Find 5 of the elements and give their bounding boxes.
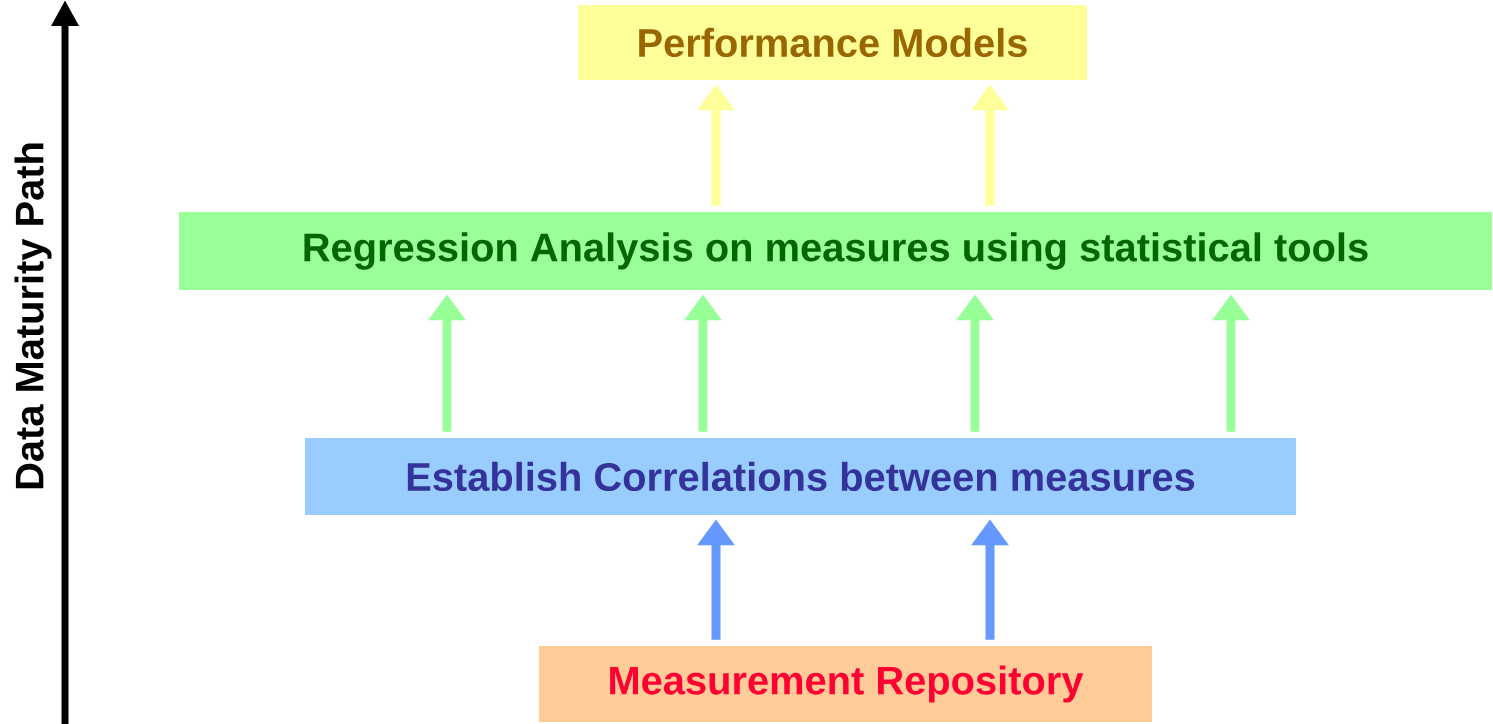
- axis-label: Data Maturity Path: [14, 143, 52, 489]
- process-box: Establish Correlations between measures: [305, 438, 1296, 515]
- process-box: Regression Analysis on measures using statistical tools: [179, 212, 1492, 290]
- process-box: Measurement Repository: [539, 646, 1152, 722]
- process-box: Performance Models: [578, 5, 1087, 80]
